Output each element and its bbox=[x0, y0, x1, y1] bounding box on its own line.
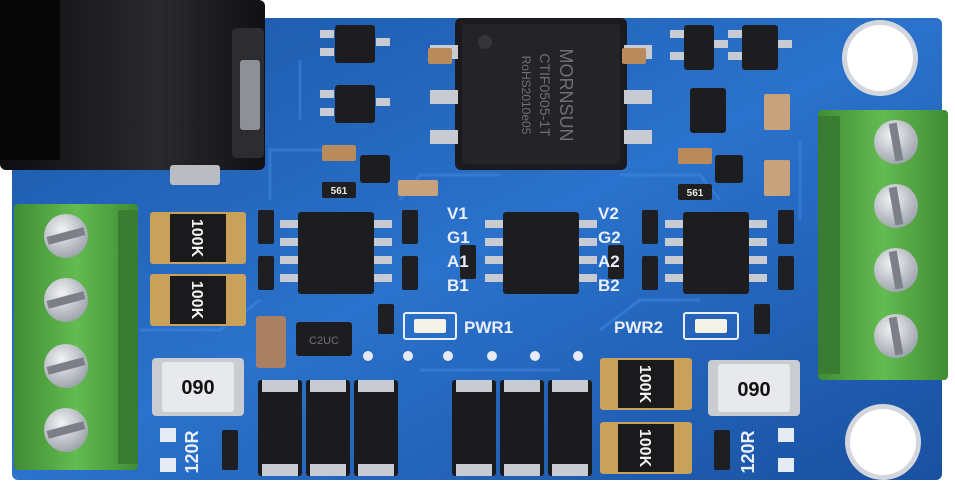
diode-row bbox=[258, 380, 592, 476]
mounting-hole-bottom-right bbox=[845, 404, 921, 480]
screw-right-3 bbox=[874, 248, 918, 292]
label-g1: G1 bbox=[447, 228, 470, 247]
label-120r-right: 120R bbox=[738, 430, 758, 473]
diode-1 bbox=[258, 380, 302, 476]
label-b2: B2 bbox=[598, 276, 620, 295]
fuse-left: 090 bbox=[152, 358, 244, 416]
pwr1-led: PWR1 bbox=[403, 312, 513, 340]
fuse-label-right: 090 bbox=[737, 379, 770, 401]
screw-left-2 bbox=[44, 278, 88, 322]
regulator-marking: C2UC bbox=[309, 335, 339, 347]
resistor-100k-right-1: 100K bbox=[600, 358, 692, 410]
res-561-top-right: 561 bbox=[687, 188, 704, 199]
small-resistors-ic bbox=[258, 210, 794, 334]
screw-left-4 bbox=[44, 408, 88, 452]
label-b1: B1 bbox=[447, 276, 469, 295]
terminal-block-left bbox=[14, 204, 138, 470]
fuse-right: 090 bbox=[708, 360, 800, 416]
label-v1: V1 bbox=[447, 204, 468, 223]
label-pwr2: PWR2 bbox=[614, 318, 663, 337]
label-g2: G2 bbox=[598, 228, 621, 247]
resistor-100k-right-2: 100K bbox=[600, 422, 692, 474]
transformer-brand: MORNSUN bbox=[556, 49, 576, 142]
diode-6 bbox=[548, 380, 592, 476]
pcb-traces bbox=[140, 60, 802, 372]
screw-right-2 bbox=[874, 184, 918, 228]
ic-chip-left bbox=[280, 212, 392, 294]
res-561-top-left: 561 bbox=[331, 186, 348, 197]
screw-right-4 bbox=[874, 314, 918, 358]
resistor-100k-label: 100K bbox=[188, 219, 205, 258]
fuse-label-left: 090 bbox=[181, 377, 214, 399]
resistor-100k-left-1: 100K bbox=[150, 212, 246, 264]
ic-chip-right bbox=[665, 212, 767, 294]
diode-5 bbox=[500, 380, 544, 476]
termination-left: 120R bbox=[160, 428, 238, 474]
smd-passives-top: 561 561 bbox=[322, 48, 790, 200]
label-v2: V2 bbox=[598, 204, 619, 223]
mounting-hole-top-right bbox=[842, 20, 918, 96]
transformer-rohs: RoHS2010e05 bbox=[519, 56, 533, 135]
resistor-100k-label: 100K bbox=[636, 365, 653, 404]
resistor-100k-label: 100K bbox=[636, 429, 653, 468]
label-pwr1: PWR1 bbox=[464, 318, 513, 337]
screw-left-1 bbox=[44, 214, 88, 258]
terminal-block-right bbox=[818, 110, 948, 380]
label-a2: A2 bbox=[598, 252, 620, 271]
voltage-regulator: C2UC bbox=[296, 322, 352, 356]
pwr2-led: PWR2 bbox=[614, 312, 739, 340]
diode-3 bbox=[354, 380, 398, 476]
sot-pads bbox=[320, 30, 792, 116]
termination-right: 120R bbox=[714, 428, 794, 474]
isolation-transformer: MORNSUN CTIF0505-1T RoHS2010e05 bbox=[430, 18, 652, 170]
sot-transistor-group-top-left bbox=[335, 25, 778, 183]
dc-barrel-jack bbox=[0, 0, 265, 185]
diode-4 bbox=[452, 380, 496, 476]
label-120r-left: 120R bbox=[182, 430, 202, 473]
ic-chip-center bbox=[485, 212, 597, 294]
resistor-100k-label: 100K bbox=[188, 281, 205, 320]
screw-right-1 bbox=[874, 120, 918, 164]
diode-2 bbox=[306, 380, 350, 476]
silk-labels-left: V1 G1 A1 B1 bbox=[447, 204, 470, 295]
screw-left-3 bbox=[44, 344, 88, 388]
via-row bbox=[363, 351, 583, 361]
label-a1: A1 bbox=[447, 252, 469, 271]
transformer-model: CTIF0505-1T bbox=[537, 53, 553, 137]
silk-labels-right: V2 G2 A2 B2 bbox=[598, 204, 621, 295]
resistor-100k-left-2: 100K bbox=[150, 274, 246, 326]
ceramic-capacitor bbox=[256, 316, 286, 368]
